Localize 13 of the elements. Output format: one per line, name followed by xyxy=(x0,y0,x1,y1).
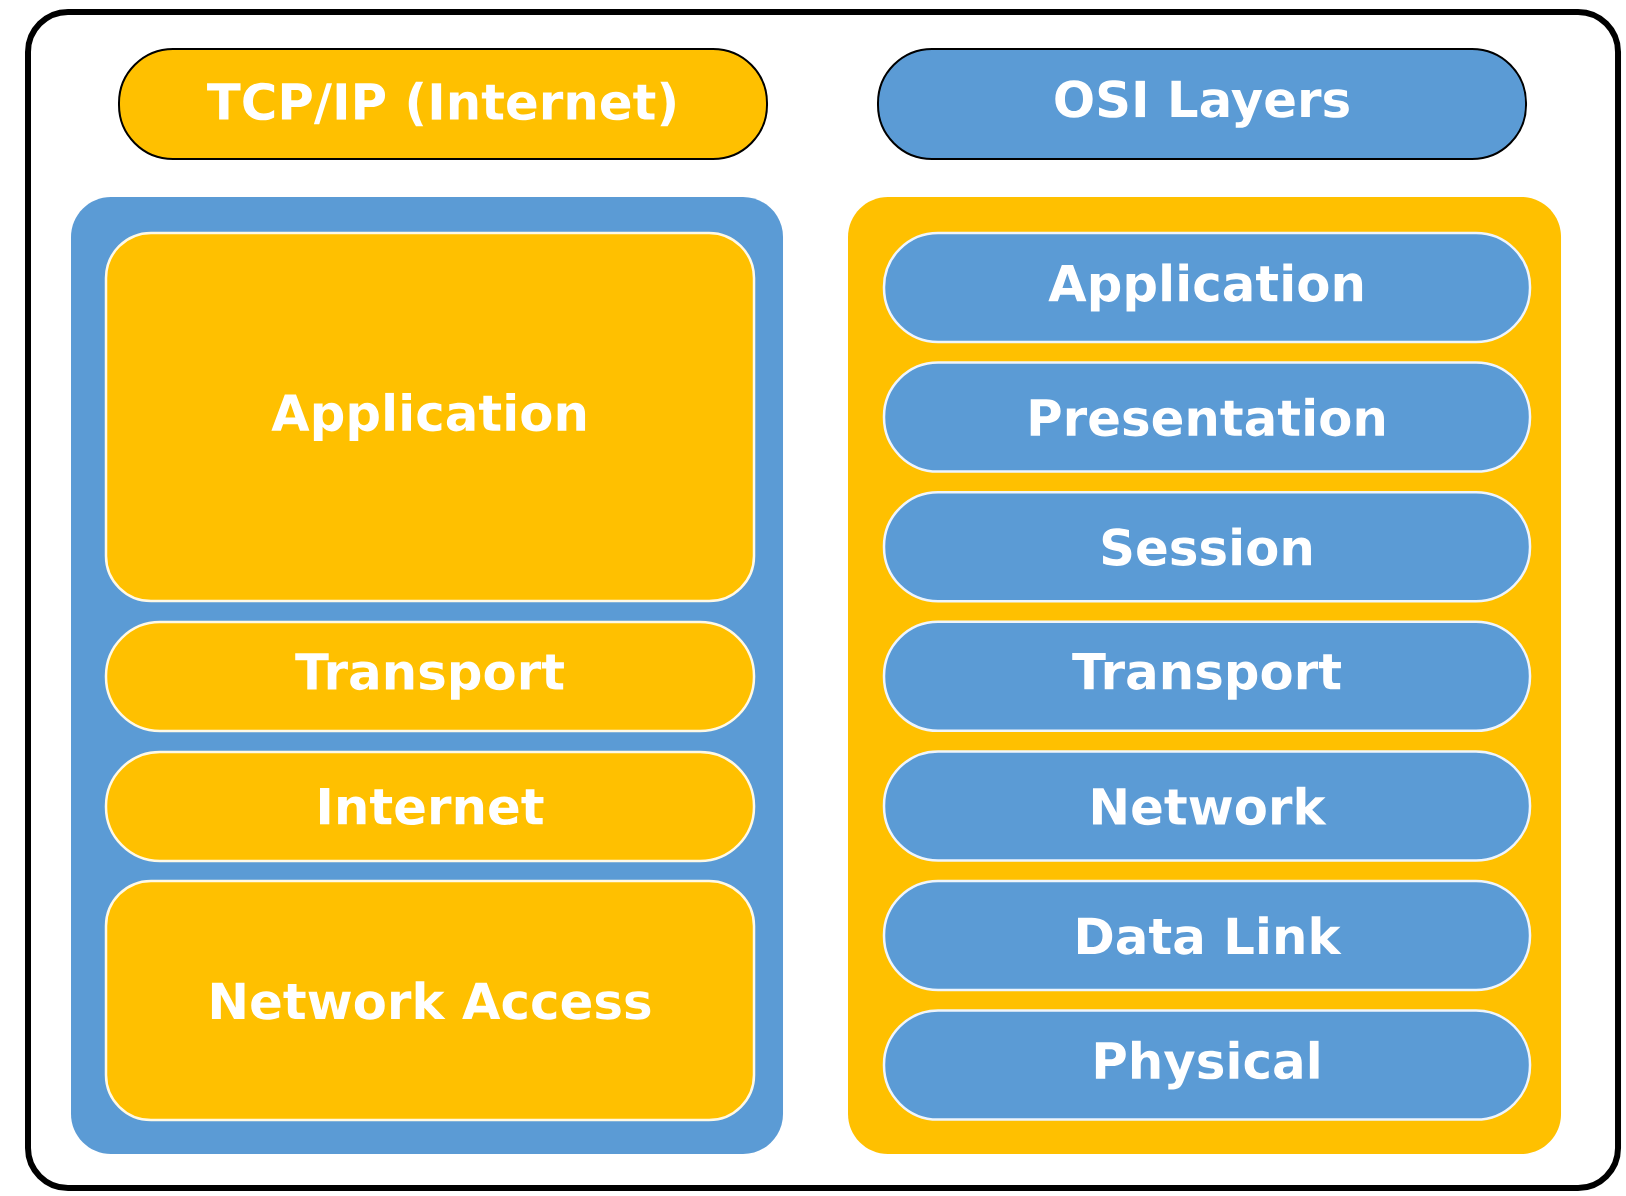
layer-box: Session xyxy=(882,490,1532,603)
layer-box: Physical xyxy=(882,1009,1532,1121)
layer-box: Data Link xyxy=(882,879,1532,992)
layer-box: Presentation xyxy=(882,361,1532,473)
layer-box: Application xyxy=(104,231,756,603)
layer-box: Internet xyxy=(104,750,756,863)
header-pill: OSI Layers xyxy=(877,48,1527,160)
layer-box: Network Access xyxy=(104,879,756,1122)
layer-box: Application xyxy=(882,231,1532,344)
layer-box: Transport xyxy=(104,620,756,733)
layer-box: Network xyxy=(882,750,1532,862)
header-pill: TCP/IP (Internet) xyxy=(118,48,768,160)
layer-box: Transport xyxy=(882,620,1532,733)
